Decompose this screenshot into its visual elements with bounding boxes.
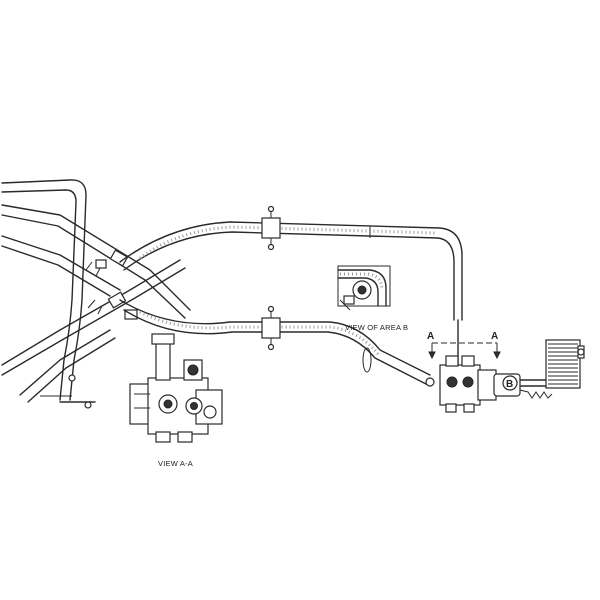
view-area-b-caption: VIEW OF AREA B xyxy=(345,323,408,332)
oil-cooler xyxy=(545,339,585,389)
hose-sleeve xyxy=(362,347,372,373)
lower-hose-line xyxy=(119,299,431,386)
valve-stem xyxy=(155,341,171,381)
view-a-a-caption: VIEW A-A xyxy=(158,459,193,468)
section-line-a-a: A A xyxy=(427,331,501,360)
frame-structure xyxy=(1,179,191,409)
callout-b: B xyxy=(502,375,518,391)
callout-b-label: B xyxy=(506,379,513,390)
hose-clamp-lower xyxy=(261,317,281,339)
hose-clamp-upper xyxy=(261,217,281,239)
upper-hose-line xyxy=(119,205,463,321)
section-a-left-label: A xyxy=(427,331,434,342)
detail-view-a-a: VIEW A-A xyxy=(129,333,223,468)
detail-view-area-b: VIEW OF AREA B xyxy=(337,265,408,332)
section-a-right-label: A xyxy=(491,331,498,342)
